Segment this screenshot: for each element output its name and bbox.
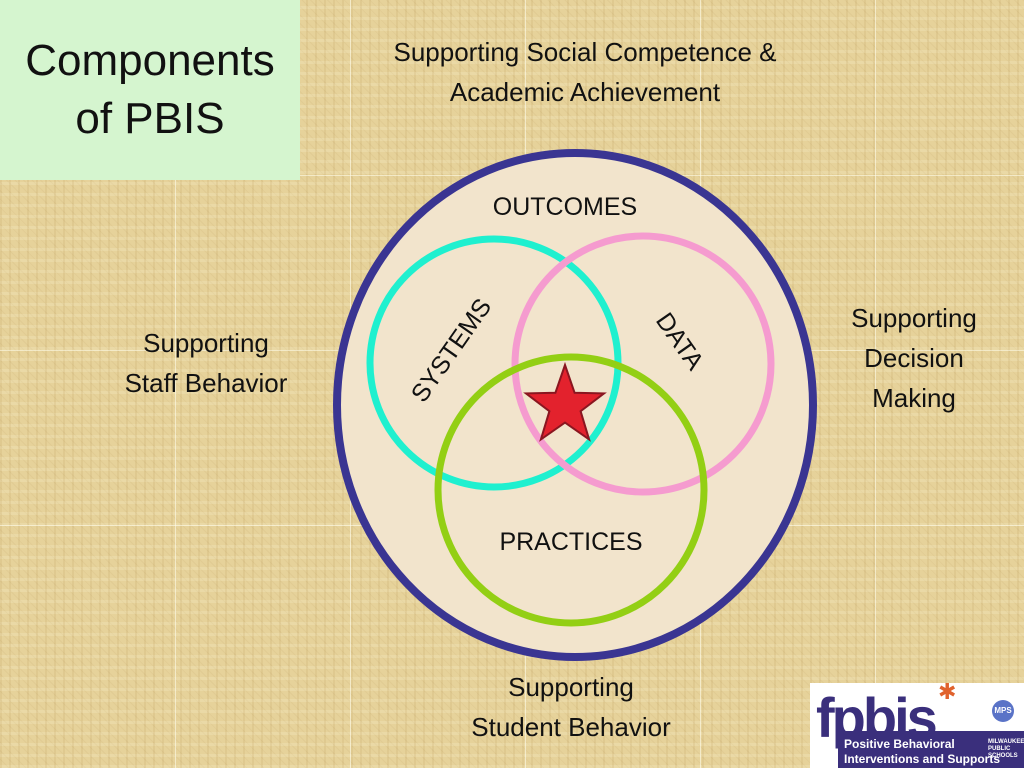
logo-strip <box>838 731 1024 768</box>
logo-line-1: Positive Behavioral <box>844 737 955 751</box>
logo-line-2: Interventions and Supports <box>844 752 1001 766</box>
logo-wordmark: fpbis <box>816 686 938 749</box>
practices-ring <box>434 353 708 627</box>
label-left: Supporting Staff Behavior <box>124 328 288 398</box>
mps-badge-icon: MPS <box>992 700 1014 722</box>
star-icon <box>523 361 607 442</box>
label-bottom: Supporting Student Behavior <box>471 672 671 742</box>
label-right: Supporting Decision Making <box>851 303 977 413</box>
tile-seam <box>175 0 176 768</box>
tile-seam <box>875 0 876 768</box>
pbis-logo: fpbis ✱ MPS Positive Behavioral Interven… <box>810 683 1024 768</box>
slide-title: Components of PBIS <box>25 36 275 143</box>
practices-label: PRACTICES <box>499 528 642 556</box>
logo-org: MILWAUKEE PUBLIC SCHOOLS <box>988 739 1024 759</box>
asterisk-icon: ✱ <box>938 683 957 704</box>
data-ring <box>511 232 775 496</box>
title-box: Components of PBIS <box>0 0 300 180</box>
label-top: Supporting Social Competence & Academic … <box>393 37 777 107</box>
outcomes-label: OUTCOMES <box>493 193 637 221</box>
